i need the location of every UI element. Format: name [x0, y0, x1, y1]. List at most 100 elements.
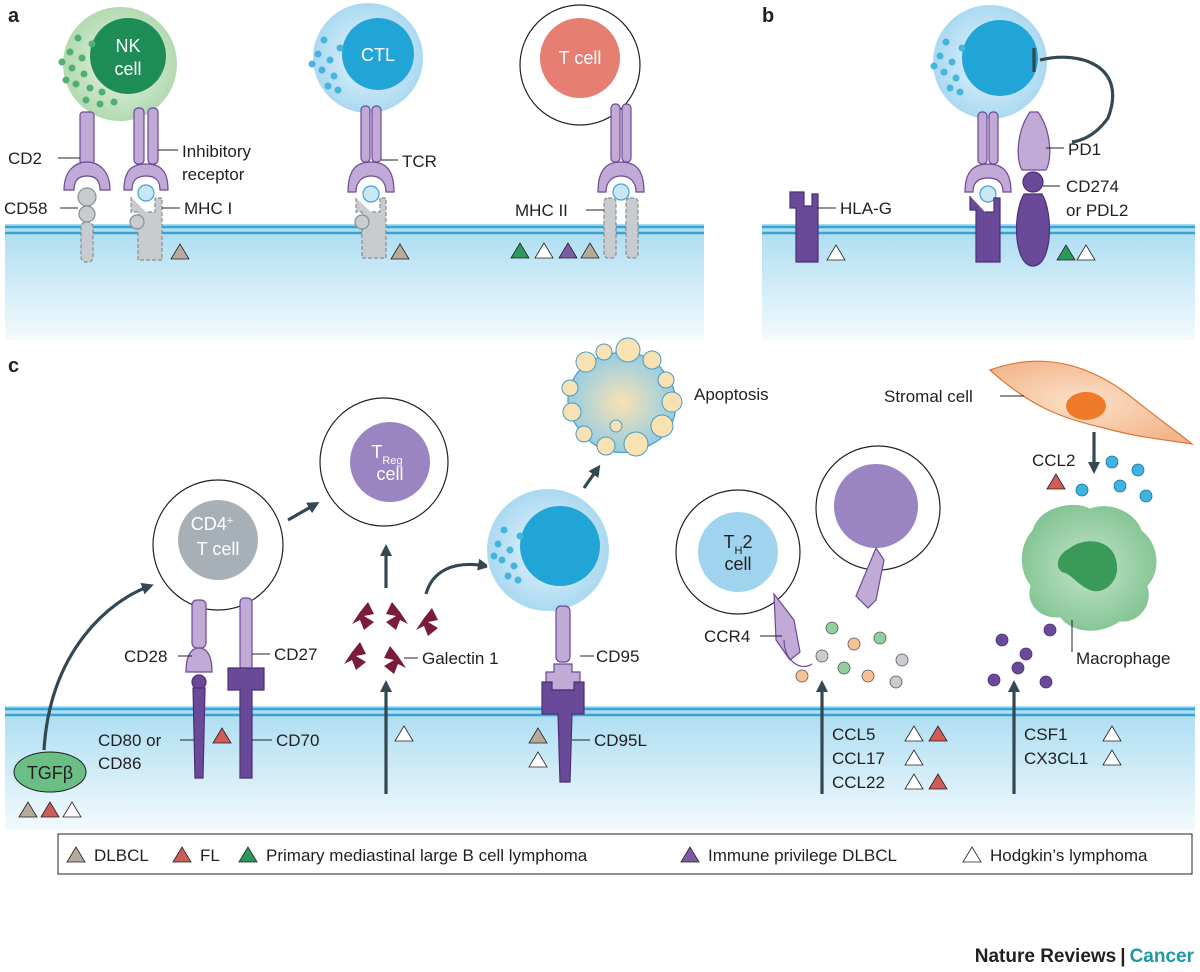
- hodgkin-marker: [904, 725, 924, 742]
- tgfb-label: TGFβ: [27, 763, 73, 783]
- th2-label-line2: cell: [724, 554, 751, 574]
- inhibitory-receptor-label-1: Inhibitory: [182, 142, 251, 161]
- panel-label-a: a: [8, 5, 20, 27]
- brand-text: Nature Reviews|Cancer: [975, 946, 1195, 967]
- galectin1-molecules: [344, 602, 438, 674]
- hodgkin-marker: [1102, 749, 1122, 766]
- macrophage-label: Macrophage: [1076, 649, 1171, 668]
- legend-dlbcl-label: DLBCL: [94, 846, 149, 865]
- pd1-inhibition-arrow: [1039, 55, 1115, 144]
- t-cell-label: T cell: [559, 48, 602, 68]
- cd58-ligand: [77, 187, 97, 263]
- dlbcl-marker: [170, 243, 190, 260]
- treg-label-line2: cell: [376, 464, 403, 484]
- legend-hodgkin-label: Hodgkin’s lymphoma: [990, 846, 1148, 865]
- legend-pmbl-marker: [238, 846, 258, 863]
- ctl-to-apoptosis-arrow: [582, 464, 601, 489]
- ccl2-label: CCL2: [1032, 451, 1075, 470]
- tgfb-ellipse: TGFβ: [13, 751, 87, 793]
- hodgkin-marker: [904, 773, 924, 790]
- tcr-ctl: [347, 105, 395, 259]
- treg-like-cell: [815, 445, 941, 609]
- dlbcl-marker: [390, 243, 410, 260]
- th2-label: TH2: [724, 532, 753, 557]
- cd27-receptor: [239, 597, 253, 671]
- cd80-ligand: [191, 674, 207, 779]
- panel-b-ctl-cell: [930, 3, 1049, 121]
- ccl5-label: CCL5: [832, 725, 875, 744]
- fl-marker: [928, 773, 948, 790]
- panel-b-tcr: [964, 111, 1012, 263]
- hla-g-molecule: [789, 191, 819, 263]
- brand-journal: Cancer: [1130, 946, 1195, 967]
- cd28-label: CD28: [124, 647, 167, 666]
- t-cell: T cell: [519, 4, 641, 126]
- panel-c-membrane: [5, 706, 1195, 830]
- pmbl-marker: [1056, 244, 1076, 261]
- dlbcl-marker: [528, 727, 548, 744]
- ctl-label: CTL: [361, 45, 395, 65]
- hla-g-label: HLA-G: [840, 199, 892, 218]
- cd80-label-2: CD86: [98, 754, 141, 773]
- apoptotic-cell: [561, 337, 683, 457]
- ccl17-label: CCL17: [832, 749, 885, 768]
- inhibitory-receptor: [123, 107, 169, 191]
- treg-label: TReg: [371, 442, 402, 467]
- pmbl-marker: [510, 242, 530, 259]
- mhc2-label: MHC II: [515, 201, 568, 220]
- csf1-particles: [987, 623, 1057, 689]
- hodgkin-marker: [394, 725, 414, 742]
- nk-cell: NK cell: [58, 5, 179, 123]
- hodgkin-marker: [528, 751, 548, 768]
- cd80-label-1: CD80 or: [98, 731, 162, 750]
- cd2-receptor: [63, 111, 111, 191]
- cd70-label: CD70: [276, 731, 319, 750]
- galectin1-label: Galectin 1: [422, 649, 499, 668]
- ccl22-label: CCL22: [832, 773, 885, 792]
- cx3cl1-label: CX3CL1: [1024, 749, 1088, 768]
- cd95l-ligand: [541, 681, 585, 783]
- macrophage: [1020, 503, 1158, 632]
- legend-fl-label: FL: [200, 846, 220, 865]
- journal-brand: Nature Reviews|Cancer: [975, 946, 1195, 967]
- cd27-label: CD27: [274, 645, 317, 664]
- inhibitory-receptor-label-2: receptor: [182, 165, 245, 184]
- hodgkin-marker: [826, 244, 846, 261]
- brand-name: Nature Reviews: [975, 946, 1117, 967]
- galectin-to-ctl-arrow: [424, 558, 490, 595]
- cd274-ligand: [1015, 171, 1051, 267]
- cd4-t-cell: CD4+ T cell: [152, 479, 284, 611]
- tcr-t-cell: [597, 103, 645, 259]
- brand-separator: |: [1120, 946, 1125, 967]
- nk-cell-label-2: cell: [114, 59, 141, 79]
- ccr4-label: CCR4: [704, 627, 750, 646]
- mhc1-molecule: [129, 184, 163, 261]
- cd4-label: CD4+: [191, 514, 233, 534]
- pd1-label: PD1: [1068, 140, 1101, 159]
- cd274-label-2: or PDL2: [1066, 201, 1128, 220]
- treg-cell: TReg cell: [319, 397, 449, 527]
- legend-pmbl-label: Primary mediastinal large B cell lymphom…: [266, 846, 588, 865]
- tcr-label: TCR: [402, 152, 437, 171]
- legend-immune-privilege-marker: [680, 846, 700, 863]
- legend-immune-privilege-label: Immune privilege DLBCL: [708, 846, 897, 865]
- legend-dlbcl-marker: [66, 846, 86, 863]
- panel-a-membrane: [5, 224, 704, 340]
- legend-hodgkin-marker: [962, 846, 982, 863]
- cd58-label: CD58: [4, 199, 47, 218]
- fl-marker: [40, 801, 60, 818]
- ccr4-receptor: [773, 592, 813, 668]
- fl-marker: [1046, 473, 1066, 490]
- cd95-label: CD95: [596, 647, 639, 666]
- hodgkin-marker: [534, 242, 554, 259]
- cd2-label: CD2: [8, 149, 42, 168]
- pd1-receptor: [1017, 111, 1051, 171]
- fl-marker: [928, 725, 948, 742]
- stromal-cell-label: Stromal cell: [884, 387, 973, 406]
- cd95-receptor: [545, 605, 581, 691]
- th2-cell: TH2 cell: [675, 489, 801, 615]
- mhc1-label: MHC I: [184, 199, 232, 218]
- hodgkin-marker: [1102, 725, 1122, 742]
- panel-c-ctl-cell: [485, 487, 611, 613]
